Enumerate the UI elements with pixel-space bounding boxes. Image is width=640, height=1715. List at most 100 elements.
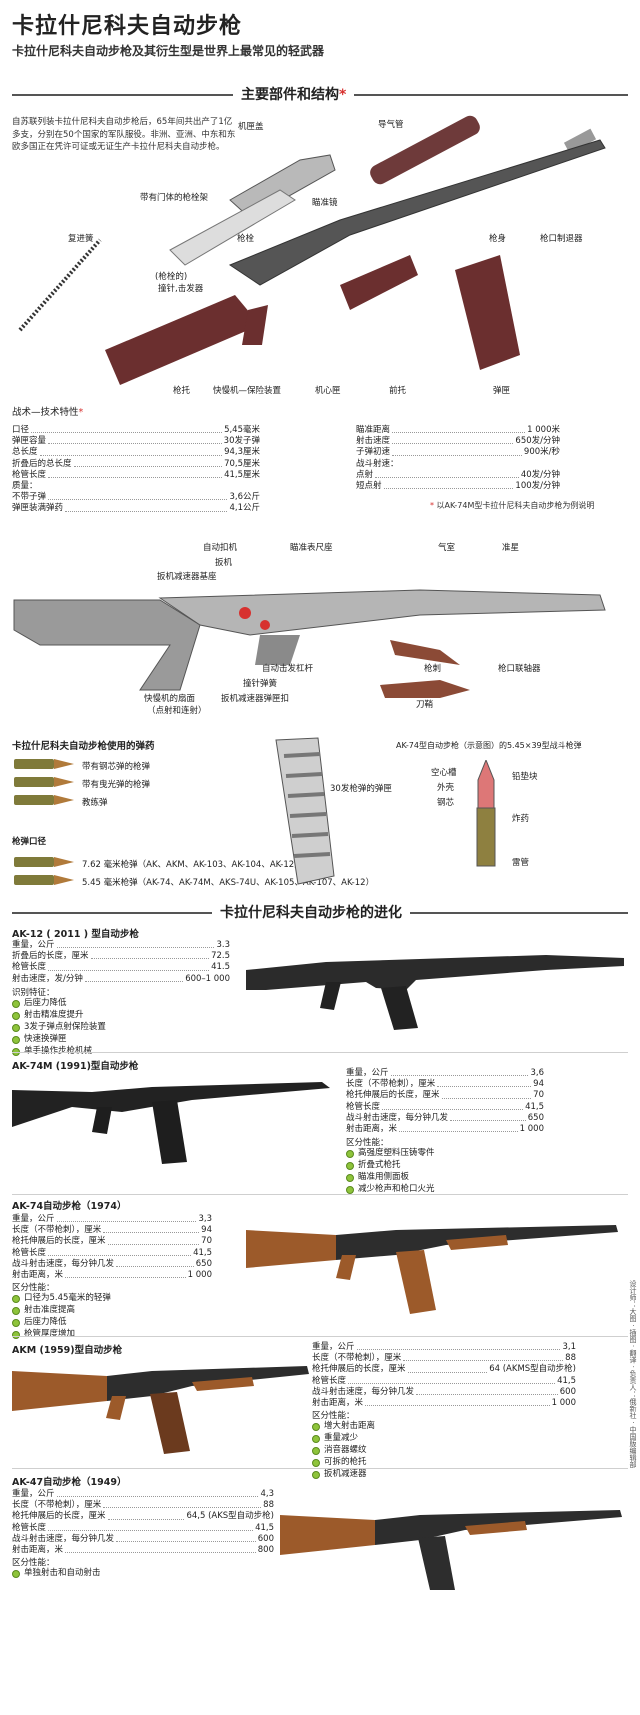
ak74m-feature-title: 区分性能： xyxy=(346,1138,389,1148)
magazine-illustration xyxy=(275,737,335,885)
label-trigger: 快慢机—保险装置 xyxy=(213,386,282,396)
akm-feature-title: 区分性能： xyxy=(312,1411,355,1421)
feature-item: 消音器螺纹 xyxy=(312,1444,375,1456)
intro-text: 自苏联列装卡拉什尼科夫自动步枪后，65年间共出产了1亿多支，分别在50个国家的军… xyxy=(12,117,236,152)
label-fire-selector-2: （点射和连射） xyxy=(147,706,207,716)
credits: 设计师：大图 · 插图 · 翻译 · 负责人：俄新社 · 中国版编辑部 xyxy=(629,1280,637,1468)
label-gas-chamber: 气室 xyxy=(438,543,456,553)
ammo-bullets xyxy=(14,759,74,885)
separator xyxy=(12,1194,628,1195)
ak47-name: AK-47自动步枪（1949） xyxy=(12,1477,127,1488)
exploded-rifle-diagram xyxy=(18,115,606,385)
feature-item: 单独射击和自动射击 xyxy=(12,1567,101,1579)
label-sight-base: 瞄准表尺座 xyxy=(290,543,333,553)
specs-title: 战术—技术特性* xyxy=(12,407,84,418)
label-fire-selector-1: 快慢机的扇面 xyxy=(144,694,196,704)
page-title: 卡拉什尼科夫自动步枪 xyxy=(12,14,243,39)
ak74m-features: 高强度塑料压铸零件折叠式枪托瞄准用侧面板减少枪声和枪口火光 xyxy=(346,1147,435,1195)
ak12-feature-title: 识别特征： xyxy=(12,988,55,998)
feature-item: 扳机减速器 xyxy=(312,1468,375,1480)
feature-item: 3发子弹点射保险装置 xyxy=(12,1021,106,1033)
ak12-rifle xyxy=(246,955,624,1030)
label-barrel: 枪身 xyxy=(489,234,507,244)
feature-item: 瞄准用侧面板 xyxy=(346,1171,435,1183)
separator xyxy=(12,1468,628,1469)
label-front-sight: 准星 xyxy=(502,543,520,553)
separator xyxy=(12,1052,628,1053)
label-gas-tube: 导气管 xyxy=(378,120,404,130)
label-handguard: 前托 xyxy=(389,386,407,396)
caliber-title: 枪弹口径 xyxy=(12,837,47,847)
ak74m-name: AK-74M (1991)型自动步枪 xyxy=(12,1061,139,1072)
feature-item: 射击精准度提升 xyxy=(12,1009,106,1021)
feature-item: 重量减少 xyxy=(312,1432,375,1444)
cutaway-rifle-diagram xyxy=(13,589,606,698)
section-parts-title: 主要部件和结构* xyxy=(233,84,355,104)
ak74-features: 口径为5.45毫米的轻弹射击准度提高后座力降低枪管厚度增加 xyxy=(12,1292,111,1340)
ammo-tracer: 带有曳光弹的枪弹 xyxy=(82,780,151,790)
label-firing-pin: 枪栓 xyxy=(237,234,255,244)
spec-row: 质量： xyxy=(12,481,38,492)
feature-item: 快速换弹匣 xyxy=(12,1033,106,1045)
feature-item: 口径为5.45毫米的轻弹 xyxy=(12,1292,111,1304)
feature-item: 增大射击距离 xyxy=(312,1420,375,1432)
part-hollow: 空心槽 xyxy=(431,768,457,778)
caliber-762: 7.62 毫米枪弹（AK、AKM、AK-103、AK-104、AK-12） xyxy=(82,860,303,870)
label-recoil-spring: 复进簧 xyxy=(68,234,94,244)
ak47-feature-title: 区分性能： xyxy=(12,1558,55,1568)
label-trigger-spring: 扳机减速器弹匣扣 xyxy=(221,694,290,704)
ammo-title: 卡拉什尼科夫自动步枪使用的弹药 xyxy=(12,741,155,752)
label-receiver: 机心匣 xyxy=(315,386,341,396)
label-hammer-2: 撞针,击发器 xyxy=(158,284,204,294)
label-muzzle-link: 枪口联轴器 xyxy=(498,664,541,674)
magazine-label: 30发枪弹的弹匣 xyxy=(330,784,392,794)
separator xyxy=(12,1336,628,1337)
feature-item: 后座力降低 xyxy=(12,997,106,1009)
label-sheath: 刀鞘 xyxy=(416,700,434,710)
ak47-features: 单独射击和自动射击 xyxy=(12,1567,101,1579)
label-reducer: 扳机减速器基座 xyxy=(157,572,217,582)
label-sight: 瞄准镜 xyxy=(312,198,338,208)
feature-item: 减少枪声和枪口火光 xyxy=(346,1183,435,1195)
label-bolt-carrier: 带有门体的枪栓架 xyxy=(140,193,209,203)
evolution-title: 卡拉什尼科夫自动步枪的进化 xyxy=(212,902,410,922)
feature-item: 高强度塑料压铸零件 xyxy=(346,1147,435,1159)
akm-name: AKM (1959)型自动步枪 xyxy=(12,1345,123,1356)
cartridge-diagram-title: AK-74型自动步枪（示意图）的5.45×39型战斗枪弹 xyxy=(396,741,582,750)
